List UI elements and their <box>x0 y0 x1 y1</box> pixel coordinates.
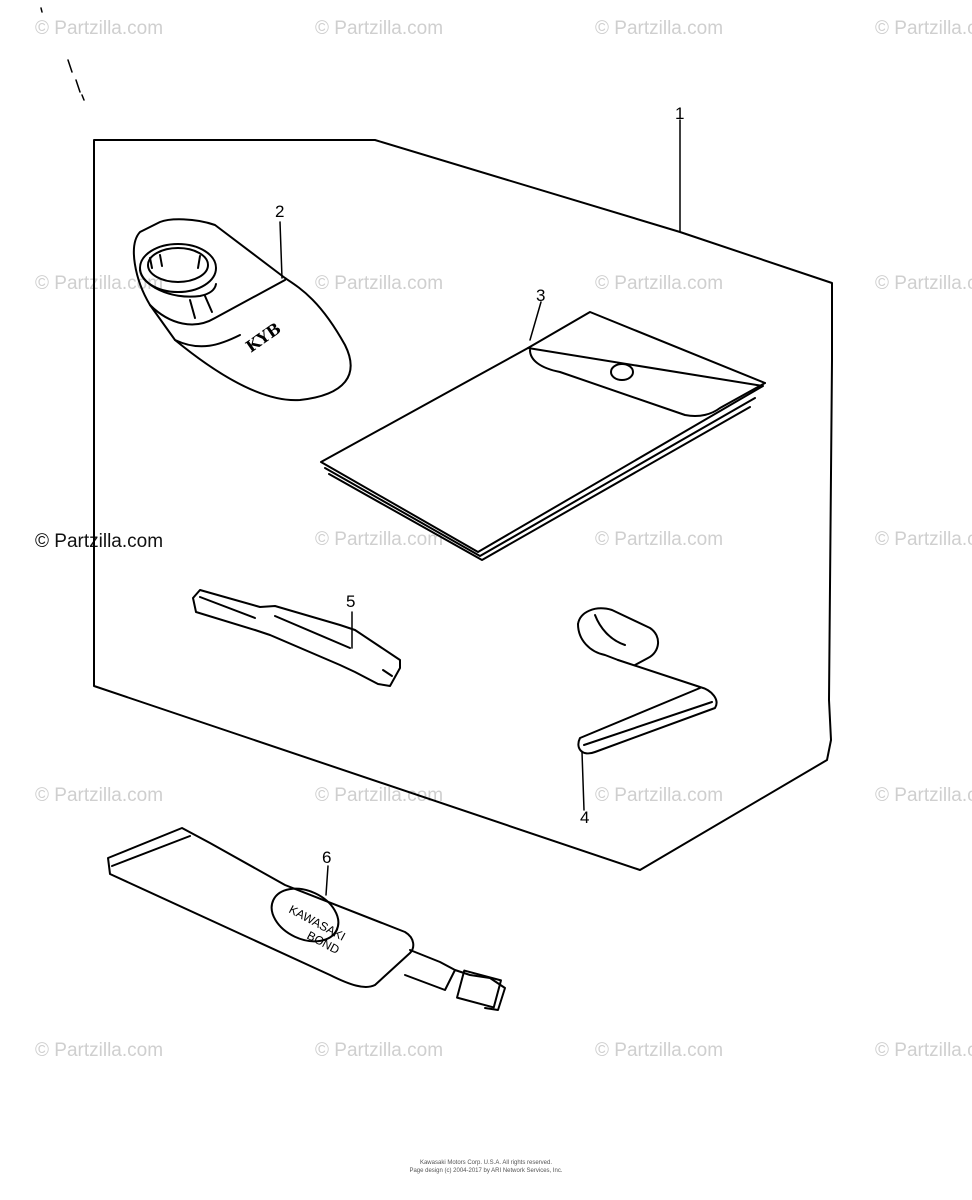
watermark: © Partzilla.com <box>595 1040 724 1061</box>
gauge-pouch <box>133 218 352 402</box>
callout-4: 4 <box>580 808 590 827</box>
watermark-primary: © Partzilla.com <box>35 531 164 552</box>
watermark: © Partzilla.com <box>315 785 444 806</box>
watermark: © Partzilla.com <box>875 273 972 294</box>
callout-leaders <box>279 119 681 896</box>
watermark: © Partzilla.com <box>875 785 972 806</box>
pouch-label: KYB <box>242 319 284 357</box>
callout-3: 3 <box>536 286 546 305</box>
watermark: © Partzilla.com <box>35 785 164 806</box>
bond-tube <box>107 827 506 1011</box>
watermark: © Partzilla.com <box>315 529 444 550</box>
watermark: © Partzilla.com <box>315 1040 444 1061</box>
tube-cap <box>456 969 502 1009</box>
watermark: © Partzilla.com <box>875 1040 972 1061</box>
watermark: © Partzilla.com <box>315 273 444 294</box>
callout-1: 1 <box>675 104 685 123</box>
pouch-snap <box>610 363 634 381</box>
watermark: © Partzilla.com <box>35 18 164 39</box>
watermark: © Partzilla.com <box>875 18 972 39</box>
callout-2: 2 <box>275 202 285 221</box>
manual-pouch <box>320 311 766 561</box>
watermark: © Partzilla.com <box>35 273 164 294</box>
copyright-footer-line1: Kawasaki Motors Corp. U.S.A. All rights … <box>419 1160 553 1166</box>
callout-6: 6 <box>322 848 332 867</box>
watermark: © Partzilla.com <box>595 273 724 294</box>
l-bar-wrench <box>577 607 718 755</box>
watermark: © Partzilla.com <box>875 529 972 550</box>
watermark: © Partzilla.com <box>595 529 724 550</box>
gauge-dial <box>139 243 217 293</box>
copyright-footer-line2: Page design (c) 2004-2017 by ARI Network… <box>409 1168 563 1174</box>
watermark: © Partzilla.com <box>315 18 444 39</box>
flat-wrench <box>192 589 401 687</box>
watermark: © Partzilla.com <box>595 785 724 806</box>
callout-5: 5 <box>346 592 356 611</box>
watermark: © Partzilla.com <box>595 18 724 39</box>
watermark: © Partzilla.com <box>35 1040 164 1061</box>
tool-kit-outline <box>93 139 833 871</box>
stray-marks <box>40 7 85 101</box>
